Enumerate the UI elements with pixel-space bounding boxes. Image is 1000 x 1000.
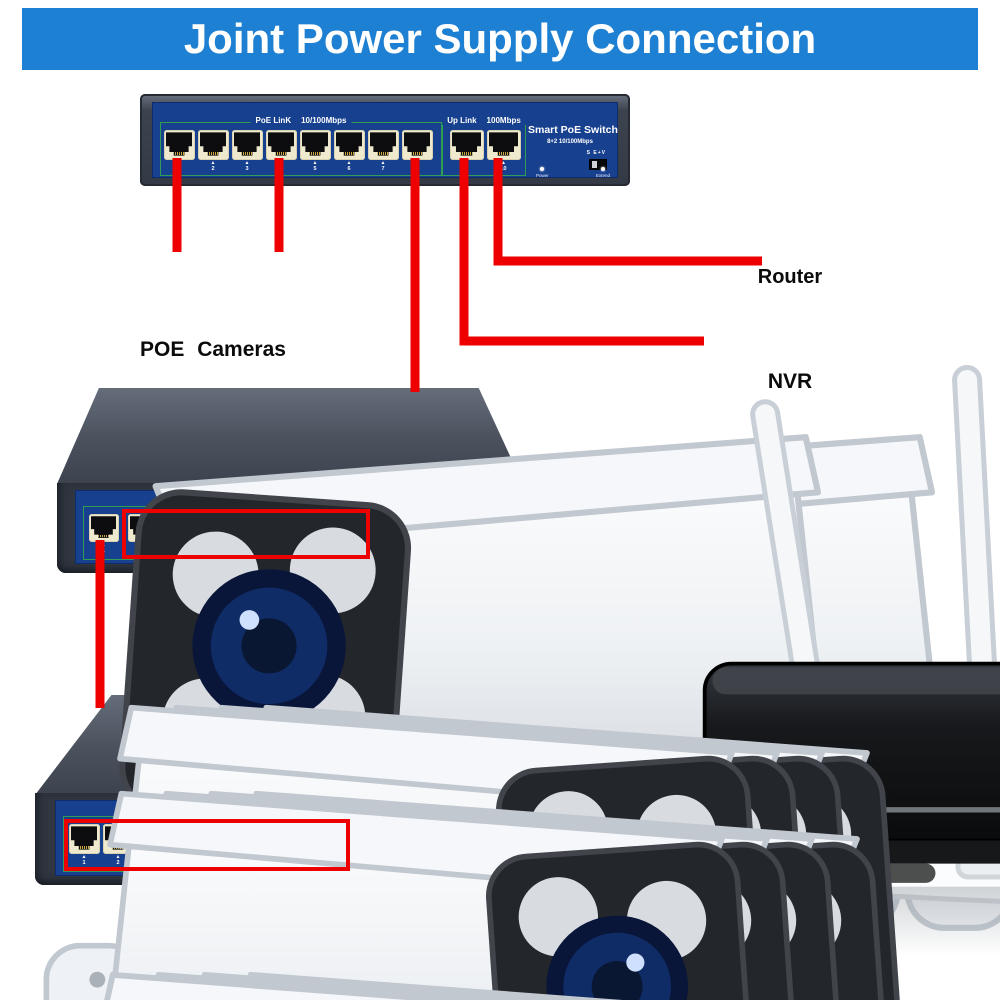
router-label: Router (757, 266, 823, 288)
rj45-port: ▲10 (485, 130, 522, 172)
rj45-port: ▲8 (400, 130, 434, 172)
rj45-port: ▲9 (448, 130, 485, 172)
cameras-top-label: POE Cameras (140, 338, 286, 361)
extend-led (600, 167, 605, 171)
rj45-port: ▲1 (87, 514, 120, 554)
cable-uplink-to-router (493, 158, 762, 266)
rj45-port: ▲6 (332, 130, 366, 172)
rj45-port: ▲1 (67, 824, 101, 866)
title-banner: Joint Power Supply Connection (22, 8, 978, 70)
rj45-port: ▲7 (366, 130, 400, 172)
page-title: Joint Power Supply Connection (183, 15, 817, 62)
cable-uplink-to-nvr (459, 158, 704, 346)
rj45-port: ▲3 (230, 130, 264, 172)
switch-info: Smart PoE Switch 8+2 10/100Mbps S E+V Po… (528, 124, 618, 178)
poe-ports-highlight (122, 509, 370, 559)
poe-ports-row: ▲1▲2▲3▲4▲5▲6▲7▲8 (162, 130, 434, 172)
switch-name: Smart PoE Switch (528, 124, 618, 136)
dip-switch-label: S E+V (586, 150, 606, 156)
nvr-label: NVR (767, 370, 813, 393)
uplink-ports-row: ▲9▲10 (448, 130, 522, 172)
rj45-port: ▲5 (298, 130, 332, 172)
power-led (540, 167, 545, 171)
switch-subtitle: 8+2 10/100Mbps (547, 139, 593, 145)
rj45-port: ▲1 (162, 130, 196, 172)
poe-ports-highlight (64, 819, 350, 871)
dip-switch (590, 160, 606, 169)
rj45-port: ▲2 (196, 130, 230, 172)
